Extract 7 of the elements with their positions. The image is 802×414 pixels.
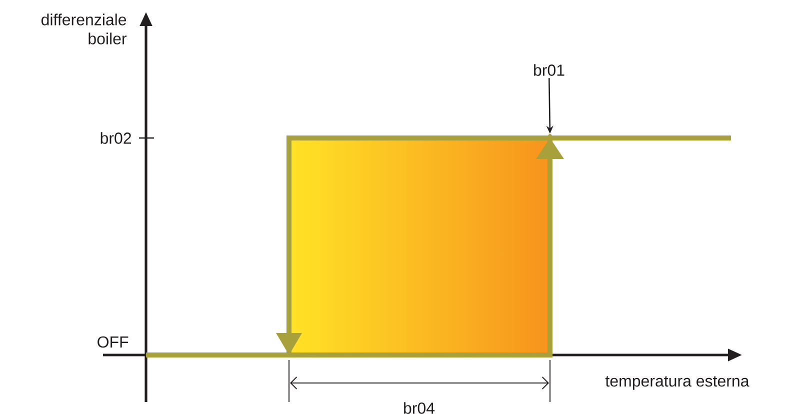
tick-label: br02 xyxy=(100,132,131,144)
tick-label: OFF xyxy=(98,336,128,348)
marker-label: br01 xyxy=(534,64,564,76)
axis-label: temperatura esterna xyxy=(605,376,750,390)
axis-label: differenziale boiler xyxy=(42,14,127,44)
curve-corner xyxy=(548,134,552,138)
dimension-label: br04 xyxy=(404,402,435,414)
